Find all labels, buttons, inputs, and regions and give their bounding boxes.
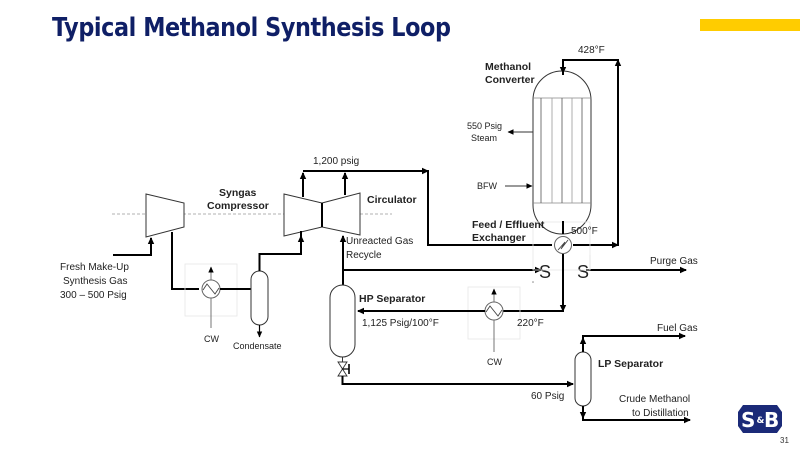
lp-separator-icon [574, 351, 592, 407]
feed-effluent-label-1: Feed / Effluent [472, 219, 545, 231]
cw-label-2: CW [487, 357, 502, 367]
slide-title: Typical Methanol Synthesis Loop [52, 13, 451, 43]
purge-split-symbol-right: S [577, 262, 589, 282]
feed-effluent-exchanger-icon [554, 236, 572, 254]
pressure-1200-label: 1,200 psig [313, 156, 359, 167]
lp-separator-label: LP Separator [598, 358, 663, 370]
purge-gas-label: Purge Gas [650, 256, 698, 267]
knockout-drum-icon [250, 270, 269, 326]
logo-letter-b: B [764, 408, 779, 432]
unreacted-gas-label-1: Unreacted Gas [346, 236, 413, 247]
logo-letter-s: S [741, 408, 755, 432]
hp-separator-icon [329, 284, 356, 358]
cw-label-1: CW [204, 334, 219, 344]
compressor-discharge-line [171, 232, 199, 290]
page-number: 31 [780, 436, 789, 445]
bfw-label: BFW [477, 181, 498, 191]
methanol-converter-icon [532, 70, 592, 235]
feed-effluent-label-2: Exchanger [472, 232, 526, 244]
steam-label-2: Steam [471, 133, 497, 143]
hp-separator-label: HP Separator [359, 293, 425, 305]
crude-methanol-label-1: Crude Methanol [619, 394, 690, 405]
fresh-makeup-label-3: 300 – 500 Psig [60, 290, 127, 301]
logo-ampersand: & [757, 416, 765, 426]
sb-logo: S & B [738, 405, 782, 433]
fresh-makeup-label-2: Synthesis Gas [63, 276, 127, 287]
converter-label-2: Converter [485, 74, 535, 86]
accent-bar [700, 19, 800, 31]
fuel-gas-label: Fuel Gas [657, 323, 698, 334]
header-1200-line [303, 170, 552, 246]
letdown-line [341, 376, 573, 385]
temp-428-label: 428°F [578, 45, 605, 56]
unreacted-gas-label-2: Recycle [346, 250, 382, 261]
syngas-compressor-label-1: Syngas [219, 187, 257, 199]
cooler-2-icon [484, 301, 504, 321]
converter-label-1: Methanol [485, 61, 531, 73]
cooler-1-icon [201, 279, 221, 299]
temp-220-label: 220°F [517, 318, 544, 329]
condensate-label: Condensate [233, 341, 282, 351]
crude-methanol-label-2: to Distillation [632, 408, 689, 419]
purge-split-symbol-left: S [539, 262, 551, 282]
syngas-compressor-label-2: Compressor [207, 200, 269, 212]
fresh-makeup-label-1: Fresh Make-Up [60, 262, 129, 273]
circulator-icon [283, 192, 361, 237]
circulator-label: Circulator [367, 194, 417, 206]
lp-pressure-label: 60 Psig [531, 391, 564, 402]
syngas-compressor-icon [145, 193, 185, 238]
temp-500-label: 500°F [571, 226, 598, 237]
letdown-valve-icon [337, 357, 350, 377]
steam-label-1: 550 Psig [467, 121, 502, 131]
fresh-makeup-line [113, 237, 155, 256]
hp-conditions-label: 1,125 Psig/100°F [362, 318, 439, 329]
